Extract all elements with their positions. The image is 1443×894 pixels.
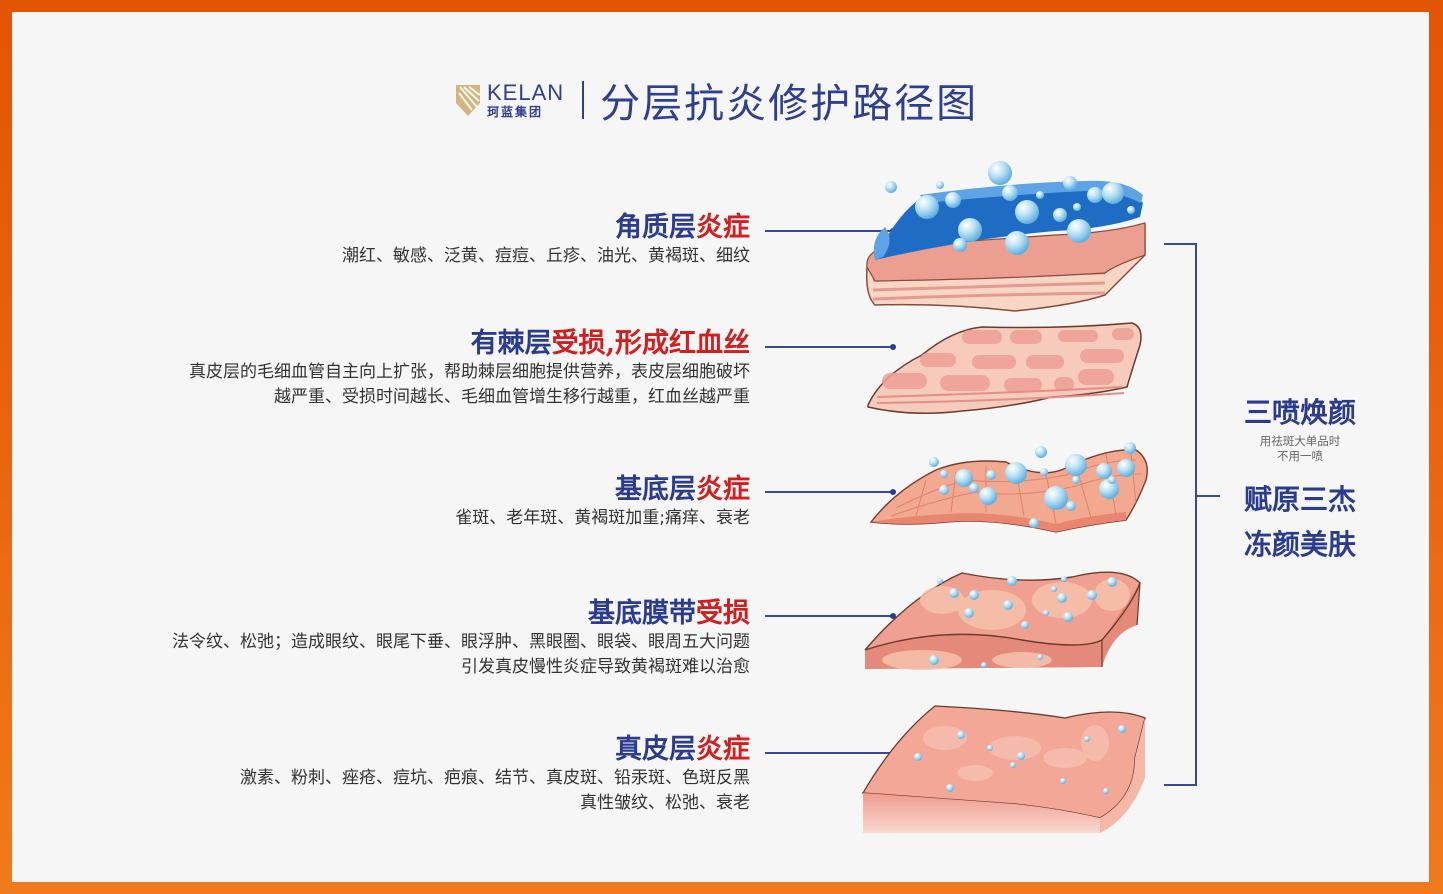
heading-blue: 真皮层 — [615, 734, 696, 765]
heading-red: 炎症 — [696, 212, 750, 243]
connector-line — [765, 488, 896, 495]
connector-line — [765, 612, 896, 619]
layer-entry-basal: 基底层炎症 雀斑、老年斑、黄褐斑加重;痛痒、衰老 — [455, 474, 750, 531]
kelan-logo-icon — [456, 85, 481, 116]
stratum-corneum-illustration — [865, 161, 1146, 312]
layer-desc: 法令纹、松弛；造成眼纹、眼尾下垂、眼浮肿、黑眼圈、眼袋、眼周五大问题 — [172, 632, 750, 652]
bracket-top — [1164, 243, 1196, 245]
solution-title-3: 冻颜美肤 — [1243, 528, 1356, 561]
connector-dot-icon — [890, 612, 896, 619]
solution-title-2: 赋原三杰 — [1243, 483, 1356, 516]
heading-red: 受损,形成红血丝 — [551, 328, 750, 359]
layer-desc: 真皮层的毛细血管自主向上扩张，帮助棘层细胞提供营养，表皮层细胞破坏 — [189, 362, 750, 382]
heading-red: 炎症 — [696, 734, 750, 765]
heading-red: 受损 — [696, 598, 750, 629]
layer-entry-basement-membrane: 基底膜带受损 法令纹、松弛；造成眼纹、眼尾下垂、眼浮肿、黑眼圈、眼袋、眼周五大问… — [172, 598, 750, 680]
layer-desc: 越严重、受损时间越长、毛细血管增生移行越重，红血丝越严重 — [274, 387, 750, 407]
heading-blue: 有棘层 — [470, 328, 552, 359]
solution-block-2: 赋原三杰 冻颜美肤 — [1220, 483, 1380, 562]
layer-desc: 激素、粉刺、痤疮、痘坑、疤痕、结节、真皮斑、铅汞斑、色斑反黑 — [240, 768, 750, 788]
logo-text: KELAN 珂蓝集团 — [487, 80, 565, 119]
spinous-layer-illustration — [867, 322, 1142, 414]
connector-line — [765, 343, 896, 350]
logo-cn: 珂蓝集团 — [487, 105, 544, 119]
layer-heading: 有棘层受损,形成红血丝 — [189, 328, 750, 360]
header-divider — [582, 81, 585, 119]
page-title: 分层抗炎修护路径图 — [600, 81, 979, 127]
basal-layer-illustration — [869, 442, 1148, 533]
layer-desc: 雀斑、老年斑、黄褐斑加重;痛痒、衰老 — [455, 508, 750, 528]
layer-entry-dermis: 真皮层炎症 激素、粉刺、痤疮、痘坑、疤痕、结节、真皮斑、铅汞斑、色斑反黑 真性皱… — [240, 734, 750, 816]
header: KELAN 珂蓝集团 分层抗炎修护路径图 — [455, 78, 978, 127]
solution-block: 三喷焕颜 用祛斑大单品时 不用一喷 — [1220, 396, 1380, 464]
connector-dot-icon — [890, 343, 896, 350]
canvas — [12, 12, 1429, 882]
layer-entry-spinous: 有棘层受损,形成红血丝 真皮层的毛细血管自主向上扩张，帮助棘层细胞提供营养，表皮… — [189, 328, 750, 410]
solution-note-2: 不用一喷 — [1277, 449, 1323, 463]
layer-heading: 角质层炎症 — [342, 212, 750, 244]
heading-blue: 角质层 — [615, 212, 696, 243]
basement-membrane-illustration — [864, 571, 1141, 670]
layer-desc: 真性皱纹、松弛、衰老 — [580, 793, 750, 813]
layer-desc: 潮红、敏感、泛黄、痘痘、丘疹、油光、黄褐斑、细纹 — [342, 246, 750, 266]
bracket-bottom — [1164, 784, 1196, 786]
dermis-illustration — [861, 705, 1146, 833]
logo-en: KELAN — [487, 80, 565, 105]
bracket-vertical — [1195, 243, 1197, 786]
solution-title-1: 三喷焕颜 — [1243, 396, 1356, 429]
heading-red: 炎症 — [696, 474, 750, 505]
layer-desc: 引发真皮慢性炎症导致黄褐斑难以治愈 — [461, 657, 750, 677]
bracket-branch — [1196, 495, 1220, 497]
layer-heading: 基底膜带受损 — [172, 598, 750, 630]
connector-dot-icon — [890, 488, 896, 495]
layer-heading: 真皮层炎症 — [240, 734, 750, 766]
heading-blue: 基底层 — [615, 474, 696, 505]
layer-heading: 基底层炎症 — [455, 474, 750, 506]
layer-entry-stratum-corneum: 角质层炎症 潮红、敏感、泛黄、痘痘、丘疹、油光、黄褐斑、细纹 — [342, 212, 750, 269]
solution-note-1: 用祛斑大单品时 — [1259, 434, 1341, 448]
heading-blue: 基底膜带 — [588, 598, 696, 629]
